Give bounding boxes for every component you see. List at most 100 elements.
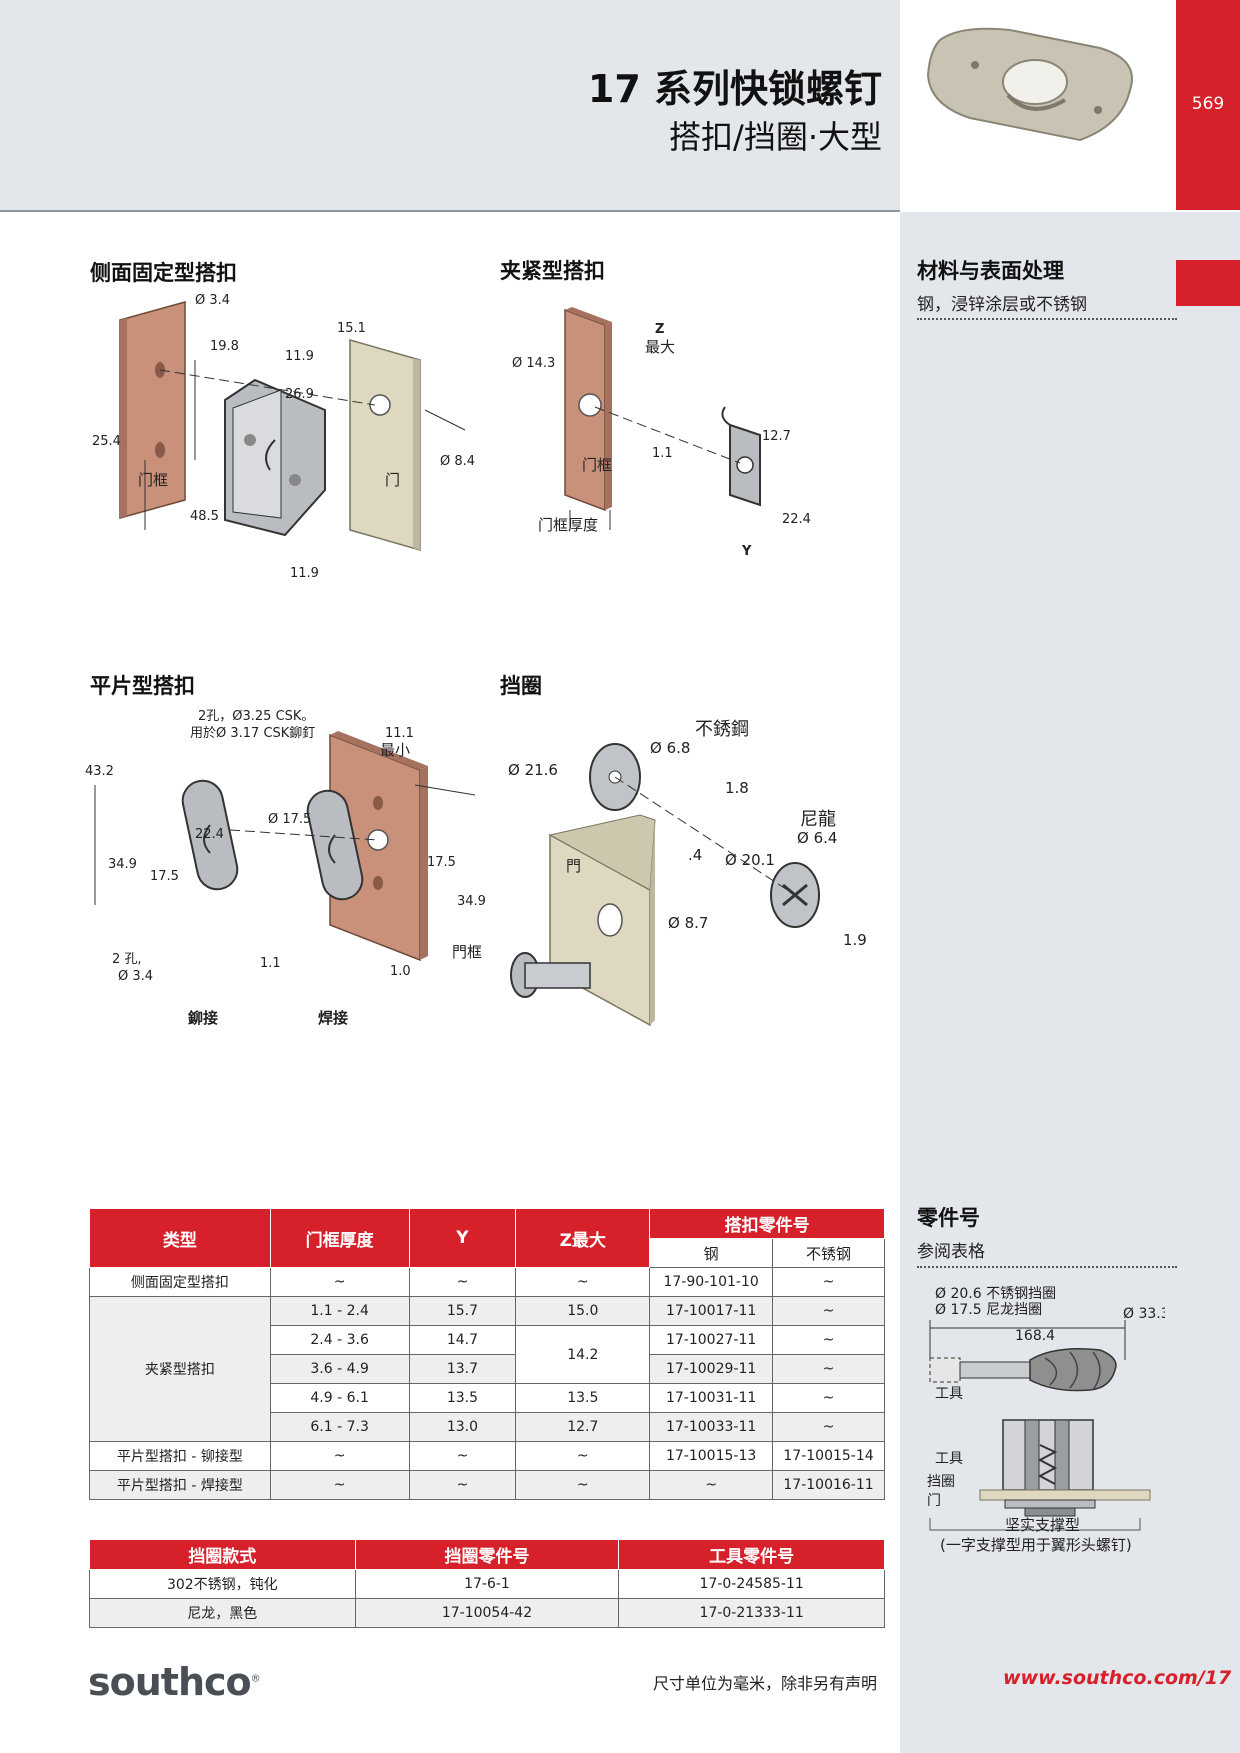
label-d1: 19.8 <box>210 339 239 354</box>
product-thumbnail <box>900 0 1176 210</box>
cell: 6.1 - 7.3 <box>269 1412 410 1442</box>
label-d6: 48.5 <box>190 509 219 524</box>
cell: ~ <box>772 1383 885 1413</box>
cell: 13.7 <box>408 1354 517 1384</box>
label-d6: 17.5 <box>150 869 179 884</box>
retainer-diagram: 不銹鋼 Ø 6.8 Ø 21.6 1.8 尼龍 Ø 6.4 Ø 20.1 .4 … <box>508 719 867 1027</box>
label-d2: 11.9 <box>285 349 314 364</box>
header-rule <box>0 210 900 212</box>
label-d1: 43.2 <box>85 764 114 779</box>
cell: 侧面固定型搭扣 <box>89 1267 271 1297</box>
cell: 14.2 <box>515 1325 651 1384</box>
label-d9: 1.1 <box>260 956 281 971</box>
label-z-max: 最大 <box>645 338 675 356</box>
label-nylon: 尼龍 <box>800 809 836 830</box>
clamp-latch-diagram: Z 最大 Ø 14.3 1.1 12.7 22.4 Y 门框 门框厚度 <box>512 307 811 559</box>
cell: ~ <box>269 1470 410 1500</box>
page-subtitle: 搭扣/挡圈·大型 <box>669 118 882 156</box>
tool-label-8: 门 <box>927 1493 941 1509</box>
side-mount-latch-diagram: 2 孔 Ø 3.4 19.8 11.9 15.1 26.9 25.4 48.5 … <box>92 290 475 581</box>
table-row: 3.6 - 4.9 13.7 17-10029-11 ~ <box>90 1354 885 1384</box>
cell: 1.1 - 2.4 <box>269 1296 410 1326</box>
label-d2-min: 最小 <box>380 741 410 759</box>
label-frame-thickness: 门框厚度 <box>538 516 598 534</box>
table-row: 4.9 - 6.1 13.5 13.5 17-10031-11 ~ <box>90 1383 885 1413</box>
cell: 17-0-21333-11 <box>618 1598 885 1628</box>
cell: ~ <box>649 1470 774 1500</box>
registered-mark: ® <box>250 1673 261 1685</box>
label-hole-dia: Ø 3.4 <box>118 969 153 984</box>
label-d5: 25.4 <box>92 434 121 449</box>
cell: 17-10029-11 <box>649 1354 774 1384</box>
tool-label-2: Ø 17.5 尼龙挡圈 <box>935 1302 1042 1318</box>
cell: 17-10027-11 <box>649 1325 774 1355</box>
label-d10: 1.0 <box>390 964 411 979</box>
label-note1: 2孔，Ø3.25 CSK。 <box>198 709 314 724</box>
label-d3: 1.8 <box>725 779 749 797</box>
tool-label-10: (一字支撑型用于翼形头螺钉) <box>940 1536 1132 1554</box>
table-row: 平片型搭扣 - 铆接型 ~ ~ ~ 17-10015-13 17-10015-1… <box>89 1441 885 1471</box>
header-band <box>0 0 900 210</box>
table-row: 尼龙，黑色 17-10054-42 17-0-21333-11 <box>89 1598 885 1628</box>
label-d8: 34.9 <box>457 894 486 909</box>
website-link[interactable]: www.southco.com/17 <box>1003 1667 1232 1689</box>
cell: 17-10015-14 <box>772 1441 885 1471</box>
label-d8: Ø 8.4 <box>440 454 475 469</box>
label-dia: Ø 14.3 <box>512 356 555 371</box>
header-thickness: 门框厚度 <box>269 1208 410 1268</box>
label-frame: 門框 <box>452 943 482 961</box>
cell: 17-6-1 <box>354 1569 620 1599</box>
part-number-text: 参阅表格 <box>917 1242 985 1262</box>
latch-part-number-table: 类型 门框厚度 Y Z最大 搭扣零件号 钢 不锈钢 侧面固定型搭扣 ~ ~ ~ … <box>89 1208 885 1500</box>
tool-label-3: Ø 33.3 <box>1123 1306 1165 1322</box>
header-part: 搭扣零件号 <box>649 1208 885 1239</box>
part-number-title: 零件号 <box>917 1206 980 1230</box>
cell: ~ <box>772 1296 885 1326</box>
cell: 12.7 <box>515 1412 651 1442</box>
table-row: 6.1 - 7.3 13.0 12.7 17-10033-11 ~ <box>90 1412 885 1442</box>
retainer-part-number-table: 挡圈款式 挡圈零件号 工具零件号 302不锈钢，钝化 17-6-1 17-0-2… <box>89 1539 885 1628</box>
logo-text: southco <box>88 1660 252 1704</box>
label-hole-dia: Ø 3.4 <box>195 293 230 308</box>
header-style: 挡圈款式 <box>89 1539 356 1570</box>
tool-label-6: 工具 <box>935 1451 963 1467</box>
cell: ~ <box>515 1441 651 1471</box>
label-d3: 15.1 <box>337 321 366 336</box>
section-title-retainer: 挡圈 <box>500 674 542 698</box>
cell: 夹紧型搭扣 <box>89 1296 271 1442</box>
label-d7: Ø 8.7 <box>668 914 708 932</box>
label-d5: Ø 20.1 <box>725 851 775 869</box>
section-title-side-mount: 侧面固定型搭扣 <box>90 261 237 285</box>
cell: 13.5 <box>515 1383 651 1413</box>
cell: 15.0 <box>515 1296 651 1326</box>
cell: 4.9 - 6.1 <box>269 1383 410 1413</box>
dotted-divider <box>917 1266 1177 1268</box>
southco-logo: southco® <box>88 1660 261 1704</box>
tool-label-4: 168.4 <box>1015 1328 1055 1344</box>
label-d1: 1.1 <box>652 446 673 461</box>
label-d3: Ø 17.5 <box>268 812 311 827</box>
label-d4: 26.9 <box>285 387 314 402</box>
label-stainless: 不銹鋼 <box>695 719 749 740</box>
label-frame: 门框 <box>582 456 612 474</box>
section-title-clamp: 夹紧型搭扣 <box>500 259 605 283</box>
table-row: 平片型搭扣 - 焊接型 ~ ~ ~ ~ 17-10016-11 <box>89 1470 885 1500</box>
cell: 平片型搭扣 - 铆接型 <box>89 1441 271 1471</box>
cell: ~ <box>772 1354 885 1384</box>
cell: ~ <box>772 1325 885 1355</box>
cell: ~ <box>772 1267 885 1297</box>
cell: 17-10017-11 <box>649 1296 774 1326</box>
cell: ~ <box>269 1267 410 1297</box>
section-title-flat: 平片型搭扣 <box>90 674 195 698</box>
tool-label-7: 挡圈 <box>927 1474 955 1490</box>
cell: ~ <box>408 1441 517 1471</box>
label-d3: 22.4 <box>782 512 811 527</box>
page-number: 569 <box>1191 94 1225 114</box>
header-steel: 钢 <box>649 1238 774 1268</box>
label-door: 门 <box>385 471 400 489</box>
label-holes: 2 孔, <box>112 952 142 967</box>
table-row: 侧面固定型搭扣 ~ ~ ~ 17-90-101-10 ~ <box>89 1267 885 1297</box>
cell: 尼龙，黑色 <box>89 1598 356 1628</box>
cell: 17-10033-11 <box>649 1412 774 1442</box>
label-d4: Ø 6.4 <box>797 829 837 847</box>
